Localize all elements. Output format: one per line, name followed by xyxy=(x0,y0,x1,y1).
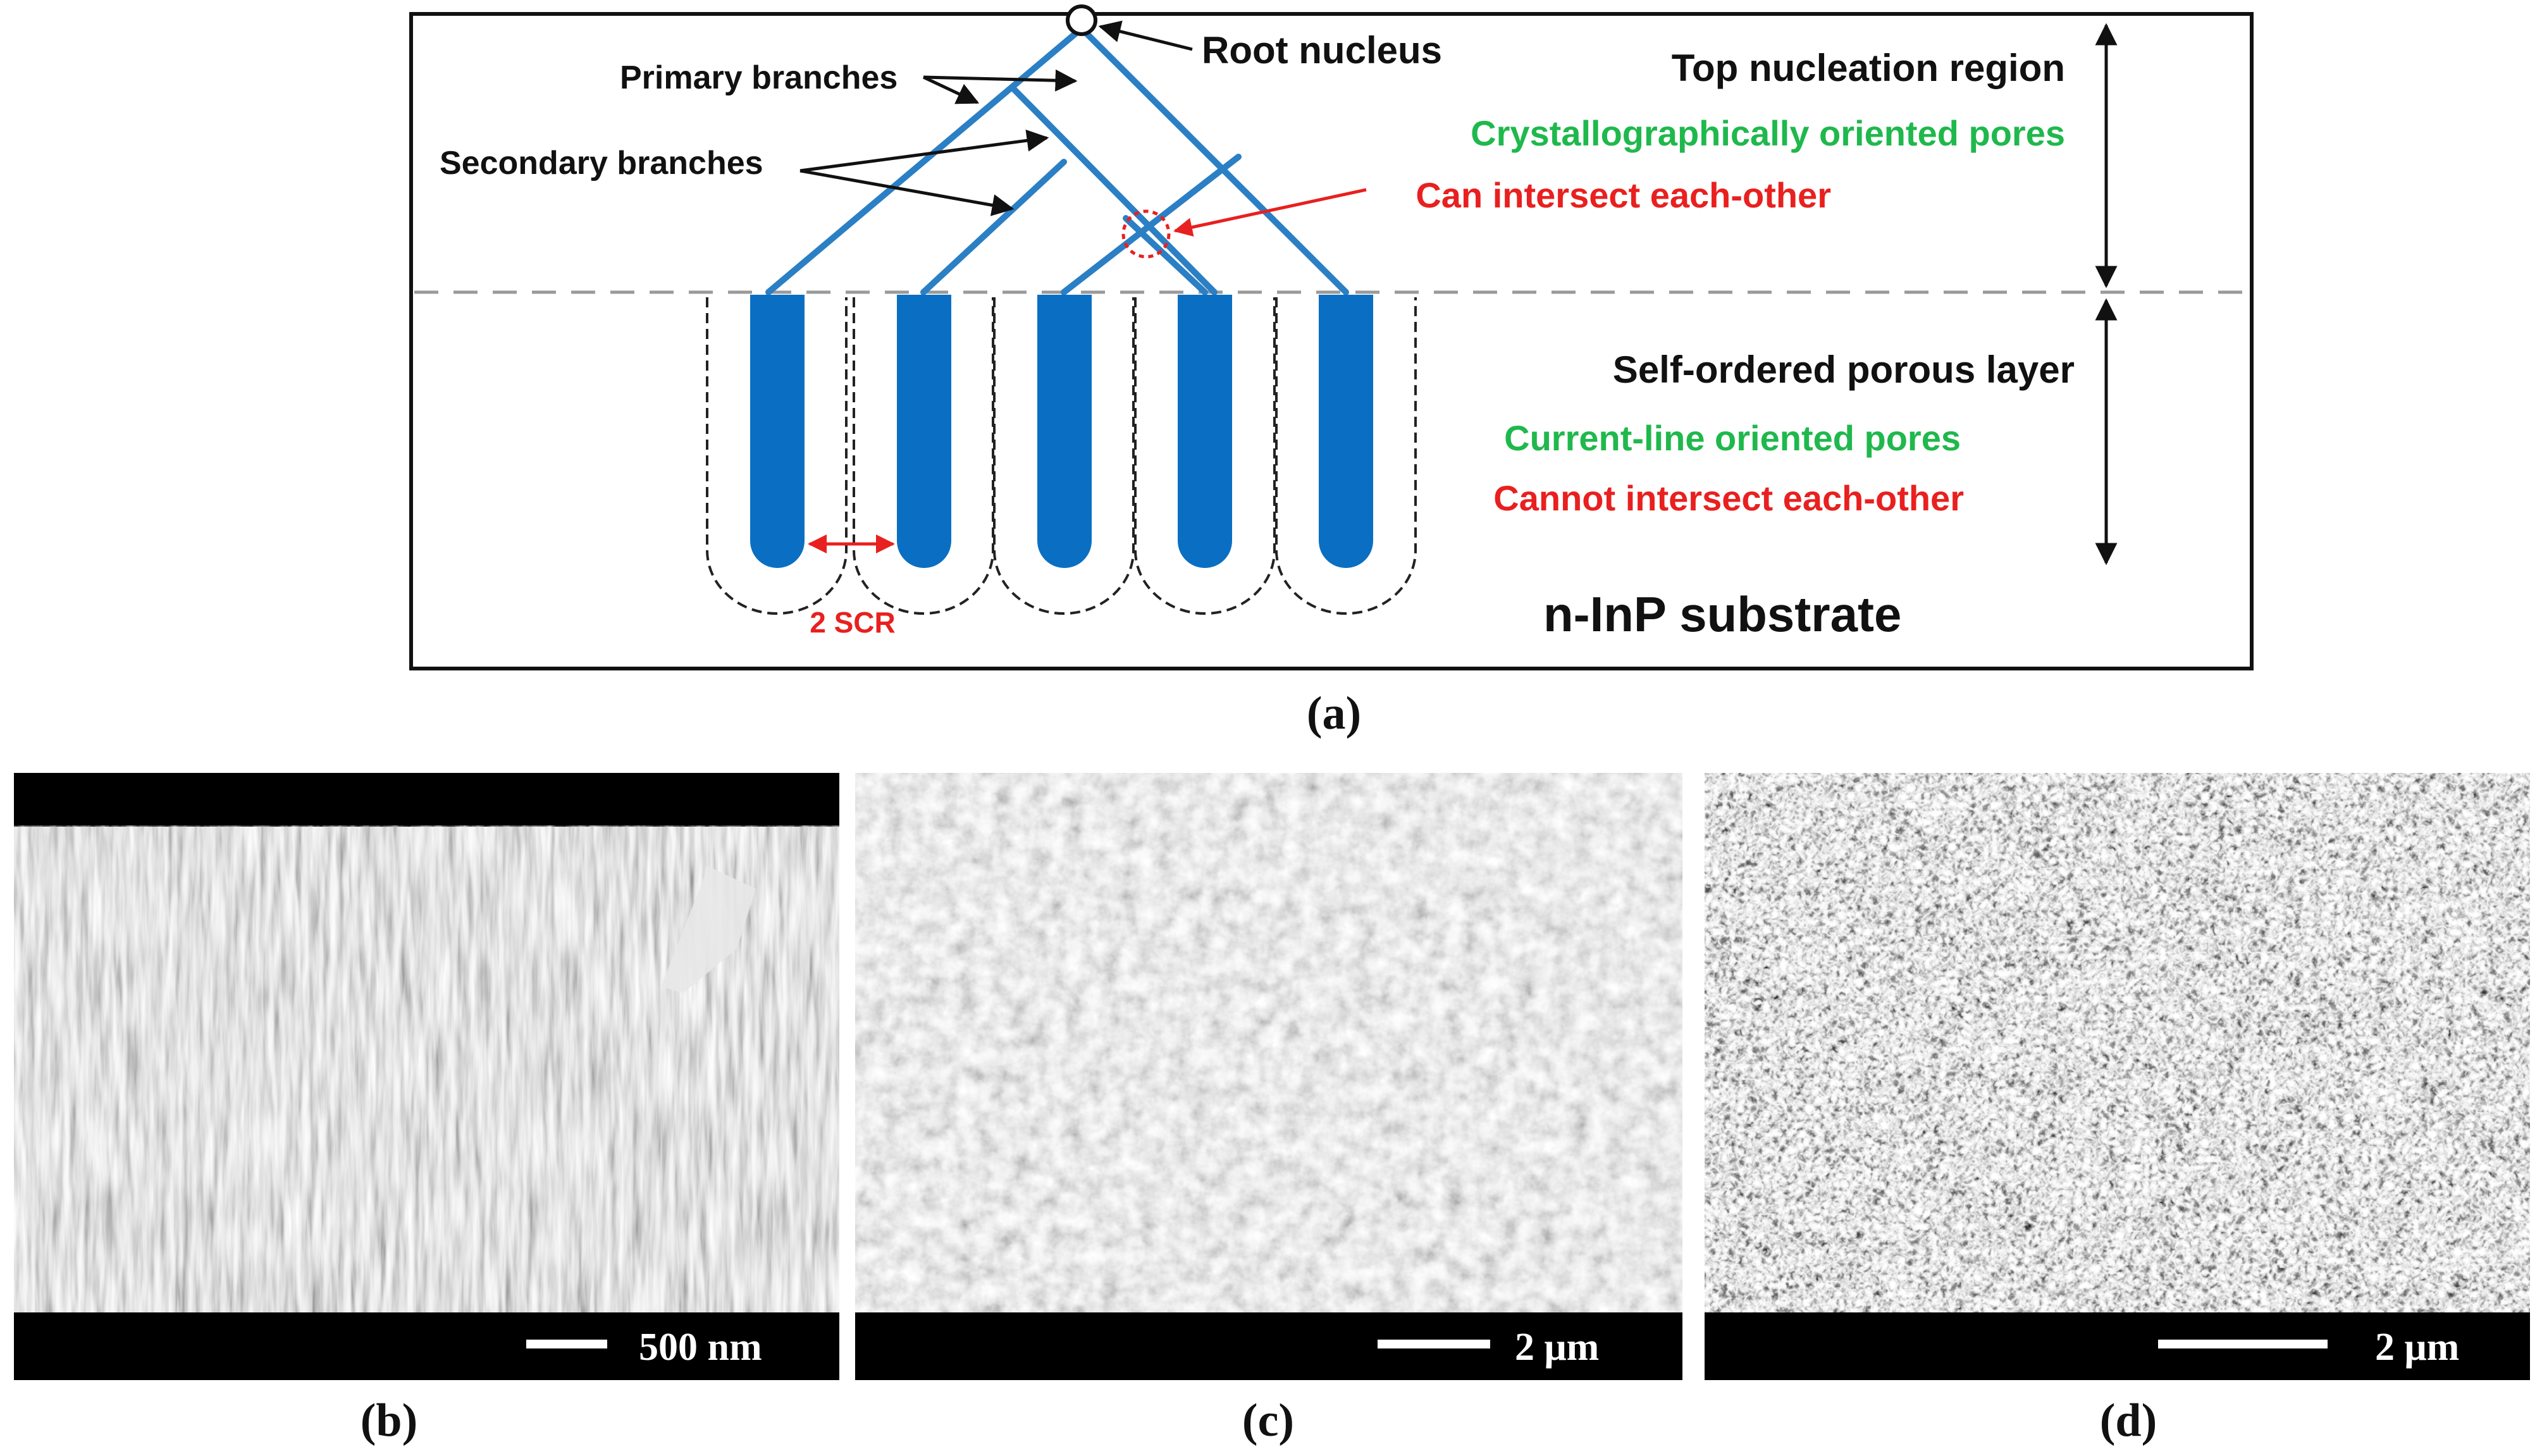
primary-branch-left xyxy=(765,25,1085,295)
micrograph-d: 2 μm xyxy=(1705,773,2530,1380)
secondary-pointer-1 xyxy=(799,129,1049,173)
pore-5 xyxy=(1319,295,1373,568)
micrograph-b: 500 nm xyxy=(14,773,839,1380)
current-line-pores-label: Current-line oriented pores xyxy=(1504,418,1961,458)
secondary-branches-label: Secondary branches xyxy=(440,145,763,182)
primary-pointer-2 xyxy=(922,75,980,104)
secondary-pointer-2 xyxy=(799,169,1015,216)
root-nucleus-label: Root nucleus xyxy=(1202,29,1442,71)
pore-1 xyxy=(750,295,805,568)
scale-label-b: 500 nm xyxy=(639,1326,762,1369)
secondary-branch-4 xyxy=(1123,215,1208,295)
primary-pointer-1 xyxy=(923,69,1078,92)
micrograph-c-image xyxy=(855,773,1682,1312)
scale-bar-b xyxy=(526,1340,607,1348)
scr-outline-2 xyxy=(853,297,994,615)
cannot-intersect-label: Cannot intersect each-other xyxy=(1493,478,1964,518)
root-nucleus-circle xyxy=(1066,4,1097,36)
self-ordered-label: Self-ordered porous layer xyxy=(1613,349,2075,391)
panel-label-b: (b) xyxy=(361,1395,417,1447)
pore-4 xyxy=(1178,295,1232,568)
top-region-label: Top nucleation region xyxy=(1672,47,2065,89)
intersect-pointer xyxy=(1173,188,1367,237)
secondary-branch-1 xyxy=(1009,84,1218,295)
substrate-label: n-InP substrate xyxy=(1543,586,1901,642)
micrograph-d-image xyxy=(1705,773,2530,1312)
scale-label-d: 2 μm xyxy=(2375,1326,2459,1369)
pore-2 xyxy=(897,295,951,568)
root-nucleus-pointer xyxy=(1098,20,1193,51)
panel-label-c: (c) xyxy=(1242,1395,1294,1447)
crystal-pores-label: Crystallographically oriented pores xyxy=(1471,113,2065,153)
scr-outline-3 xyxy=(993,297,1135,615)
micrograph-c-bottom-band xyxy=(855,1312,1682,1380)
micrograph-d-bottom-band xyxy=(1705,1312,2530,1380)
scale-bar-c xyxy=(1378,1340,1490,1348)
scr-outline-1 xyxy=(706,297,848,615)
schematic-panel: Root nucleus Primary branches Secondary … xyxy=(409,4,2254,670)
can-intersect-label: Can intersect each-other xyxy=(1416,175,1831,215)
scale-bar-d xyxy=(2158,1340,2328,1348)
micrograph-b-bottom-band xyxy=(14,1312,839,1380)
primary-branch-right xyxy=(1078,25,1349,295)
micrograph-b-debris xyxy=(661,867,756,993)
secondary-branch-3 xyxy=(1061,154,1242,295)
scale-label-c: 2 μm xyxy=(1515,1326,1599,1369)
micrograph-c: 2 μm xyxy=(855,773,1682,1380)
callout-arrows xyxy=(799,20,2118,565)
schematic-frame xyxy=(409,12,2254,670)
micrograph-b-top-band xyxy=(14,773,839,827)
scr-label: 2 SCR xyxy=(810,606,895,639)
primary-branches-label: Primary branches xyxy=(620,59,898,96)
scr-outlines xyxy=(706,297,1417,615)
scr-outline-5 xyxy=(1275,297,1417,615)
intersection-marker xyxy=(1121,209,1171,259)
pore-3 xyxy=(1037,295,1092,568)
scr-outline-4 xyxy=(1134,297,1276,615)
secondary-branch-2 xyxy=(920,159,1067,295)
branch-tree xyxy=(765,25,1349,295)
panel-label-a: (a) xyxy=(1307,688,1361,739)
pores xyxy=(750,295,1373,568)
panel-label-d: (d) xyxy=(2100,1395,2157,1447)
